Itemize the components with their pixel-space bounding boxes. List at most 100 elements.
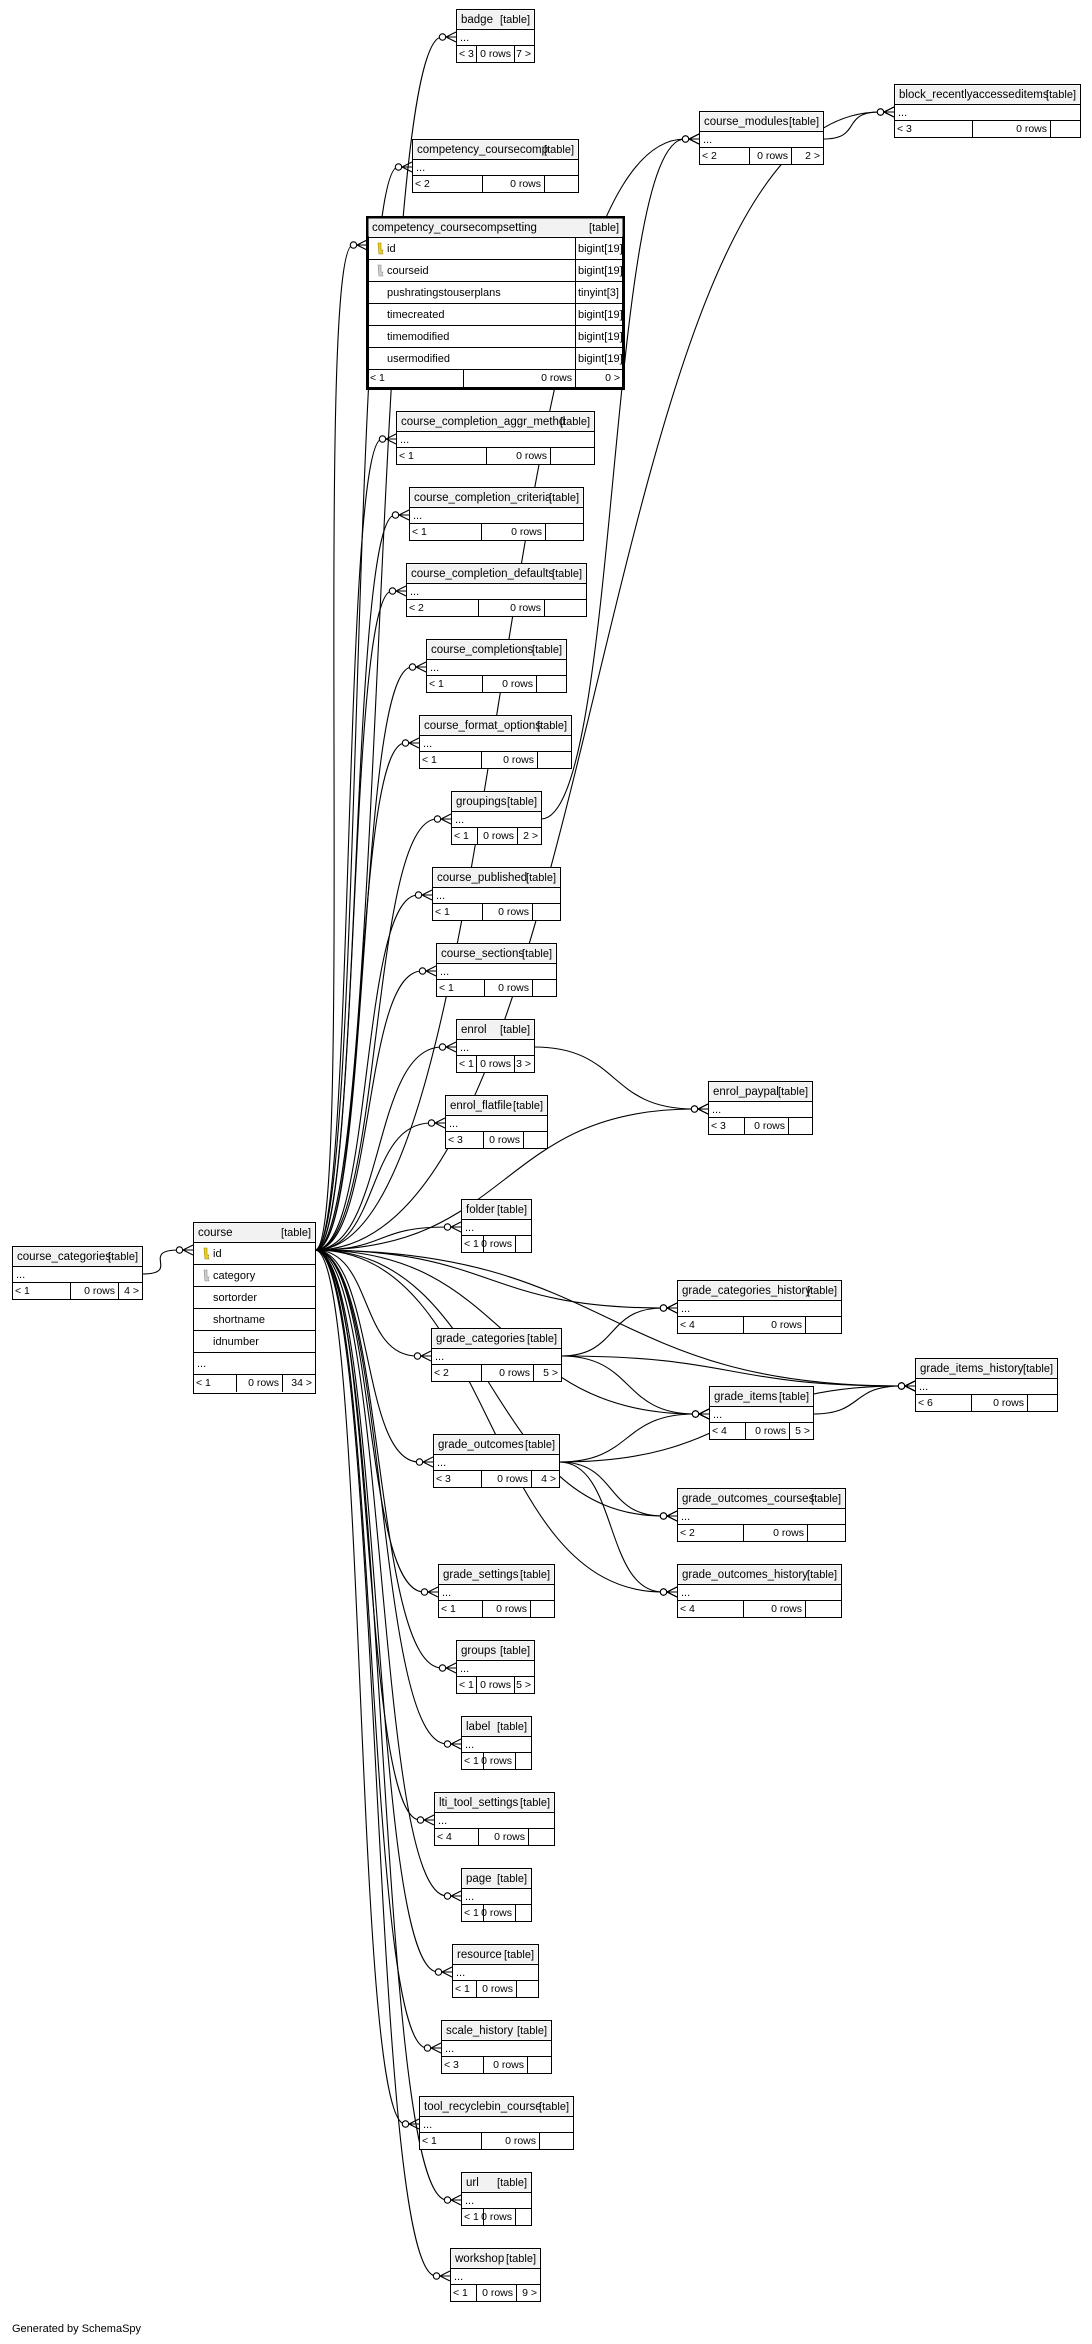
column-name: shortname bbox=[213, 1314, 265, 1326]
crowfoot-marker bbox=[438, 1041, 457, 1053]
column-name: timemodified bbox=[387, 331, 449, 343]
table-block-recentlyaccesseditems[interactable]: block_recentlyaccesseditems[table]...< 3… bbox=[894, 84, 1081, 139]
relationship-course-to-course-completion-aggr-methd bbox=[314, 433, 397, 1251]
table-kind: [table] bbox=[497, 1204, 527, 1216]
table-kind: [table] bbox=[504, 1949, 534, 1961]
table-kind: [table] bbox=[1046, 89, 1076, 101]
row-count: 0 rows bbox=[483, 830, 514, 842]
table-course-completion-aggr-methd[interactable]: course_completion_aggr_methd[table]...< … bbox=[396, 411, 595, 466]
child-count: 5 > bbox=[516, 1679, 531, 1691]
crowfoot-marker bbox=[388, 585, 407, 597]
crowfoot-marker bbox=[394, 161, 413, 173]
child-count: 2 > bbox=[805, 150, 820, 162]
table-kind: [table] bbox=[517, 2025, 547, 2037]
column-ellipsis: ... bbox=[919, 1381, 928, 1393]
table-name: enrol_paypal bbox=[713, 1086, 779, 1098]
table-header-bg bbox=[397, 412, 594, 431]
relationship-course-to-url bbox=[314, 1249, 462, 2206]
row-count: 0 rows bbox=[503, 754, 534, 766]
crowfoot-marker bbox=[691, 1408, 710, 1420]
table-header-bg bbox=[407, 564, 586, 583]
crowfoot-marker bbox=[401, 737, 420, 749]
row-count: 0 rows bbox=[494, 1831, 525, 1843]
parent-count: < 1 bbox=[464, 2211, 479, 2223]
column-ellipsis: ... bbox=[410, 586, 419, 598]
relationship-course-to-folder bbox=[314, 1221, 462, 1251]
table-kind: [table] bbox=[526, 872, 556, 884]
column-type: bigint[19] bbox=[578, 243, 623, 255]
column-row: idnumber bbox=[193, 1336, 315, 1353]
table-name: competency_coursecomp bbox=[417, 144, 548, 156]
relationship-grade-categories-to-grade-items-history bbox=[560, 1355, 916, 1392]
row-count: 0 rows bbox=[502, 678, 533, 690]
table-kind: [table] bbox=[779, 1391, 809, 1403]
crowfoot-marker bbox=[443, 1738, 462, 1750]
parent-count: < 2 bbox=[702, 150, 717, 162]
table-header-bg bbox=[433, 868, 560, 887]
relationship-grade-categories-to-grade-items bbox=[560, 1355, 710, 1420]
row-count: 0 rows bbox=[498, 906, 529, 918]
column-ellipsis: ... bbox=[423, 2119, 432, 2131]
relationship-course-to-grade-categories bbox=[314, 1249, 432, 1362]
table-header-bg bbox=[446, 1096, 547, 1115]
table-kind: [table] bbox=[513, 1100, 543, 1112]
parent-count: < 3 bbox=[436, 1473, 451, 1485]
parent-count: < 1 bbox=[464, 1755, 479, 1767]
table-name: grade_categories_history bbox=[682, 1285, 811, 1297]
table-header-bg bbox=[916, 1359, 1057, 1378]
relationship-grade-outcomes-to-grade-items bbox=[558, 1408, 710, 1463]
table-course[interactable]: course[table]idcategorysortordershortnam… bbox=[193, 1222, 316, 1394]
column-name: courseid bbox=[387, 265, 429, 277]
table-header-bg bbox=[435, 1793, 554, 1812]
child-count: 0 > bbox=[605, 372, 620, 384]
column-ellipsis: ... bbox=[442, 1587, 451, 1599]
crowfoot-marker bbox=[414, 889, 433, 901]
crowfoot-marker bbox=[659, 1510, 678, 1522]
generated-by-footer: Generated by SchemaSpy bbox=[12, 2323, 142, 2335]
crowfoot-marker bbox=[433, 813, 452, 825]
parent-count: < 3 bbox=[448, 1134, 463, 1146]
child-count: 4 > bbox=[124, 1285, 139, 1297]
parent-count: < 1 bbox=[399, 450, 414, 462]
